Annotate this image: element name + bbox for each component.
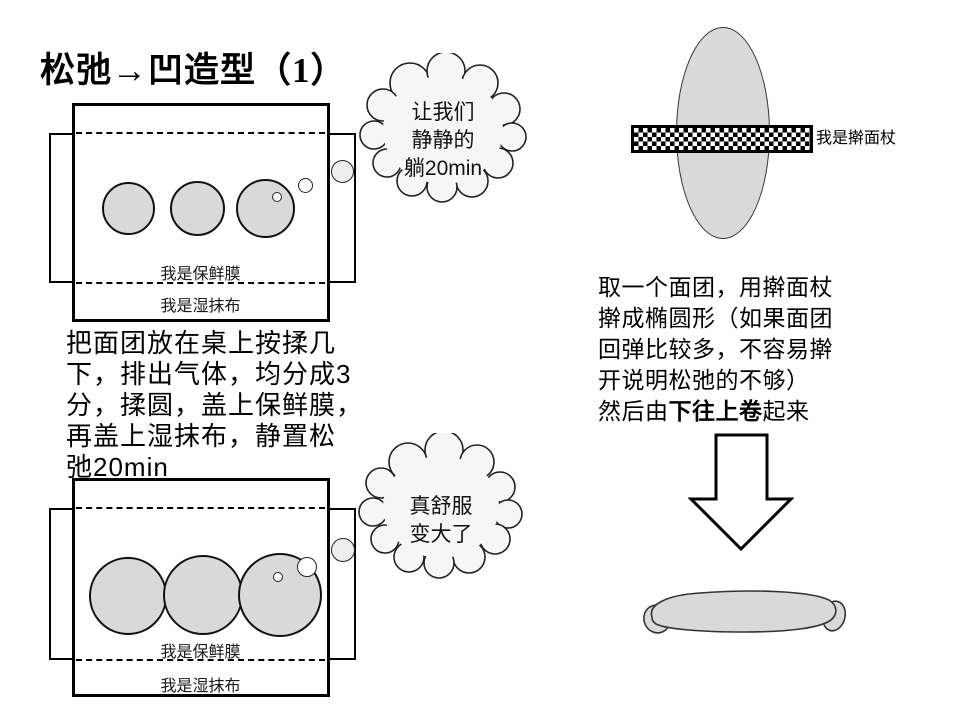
thought-bubble-dot [331, 538, 355, 562]
dough-tray-diagram-2: 我是保鲜膜 我是湿抹布 [49, 478, 356, 697]
thought-bubble-dot [298, 178, 313, 193]
cloud1-line3: 躺20min [404, 157, 482, 180]
thought-bubble-dot [297, 557, 317, 577]
wet-cloth-label: 我是湿抹布 [160, 298, 241, 315]
cloud-body [383, 456, 499, 558]
dashed-fold-line-bottom [76, 282, 325, 284]
plastic-wrap-label: 我是保鲜膜 [160, 266, 241, 283]
dashed-fold-line-top [76, 132, 325, 134]
thought-bubble-dot [272, 192, 282, 202]
dough-ball [89, 557, 167, 635]
rolling-pin-label: 我是擀面杖 [816, 130, 897, 147]
page-title: 松弛→凹造型（1） [40, 42, 347, 93]
left-instructions: 把面团放在桌上按揉几 下，排出气体，均分成3 分，揉圆，盖上保鲜膜， 再盖上湿抹… [66, 328, 364, 482]
cloud2-line1: 真舒服 [410, 495, 473, 518]
cloud1-line1: 让我们 [412, 101, 475, 124]
plastic-wrap-label: 我是保鲜膜 [160, 644, 241, 661]
dashed-fold-line-top [76, 507, 325, 509]
dough-tray-diagram-1: 我是保鲜膜 我是湿抹布 [49, 103, 356, 322]
down-arrow [688, 433, 794, 552]
rolled-dough [643, 590, 847, 634]
rolling-pin [631, 125, 813, 153]
dough-body [650, 590, 837, 633]
dough-ball [102, 182, 155, 235]
right-instructions: 取一个面团，用擀面杖 擀成椭圆形（如果面团 回弹比较多，不容易擀 开说明松弛的不… [598, 272, 928, 427]
thought-bubble-dot [273, 572, 283, 582]
cloud-body [383, 76, 503, 184]
cloud1-line2: 静静的 [412, 129, 475, 152]
thought-bubble-dot [331, 160, 354, 183]
page-title-number: （1） [256, 51, 347, 90]
page-title-main: 松弛→凹造型 [40, 51, 257, 90]
dashed-fold-line-bottom [76, 659, 325, 661]
wet-cloth-label: 我是湿抹布 [160, 678, 241, 695]
dough-ball [170, 181, 225, 236]
thought-cloud-2: 真舒服 变大了 [358, 433, 523, 579]
dough-ball [236, 179, 295, 238]
dough-ball [163, 555, 243, 635]
right-instructions-part2: 起来 [762, 398, 810, 424]
right-instructions-part1: 取一个面团，用擀面杖 擀成椭圆形（如果面团 回弹比较多，不容易擀 开说明松弛的不… [598, 274, 833, 424]
cloud2-line2: 变大了 [410, 523, 473, 546]
thought-cloud-1: 让我们 静静的 躺20min [359, 53, 527, 203]
right-instructions-bold: 下往上卷 [668, 398, 763, 424]
